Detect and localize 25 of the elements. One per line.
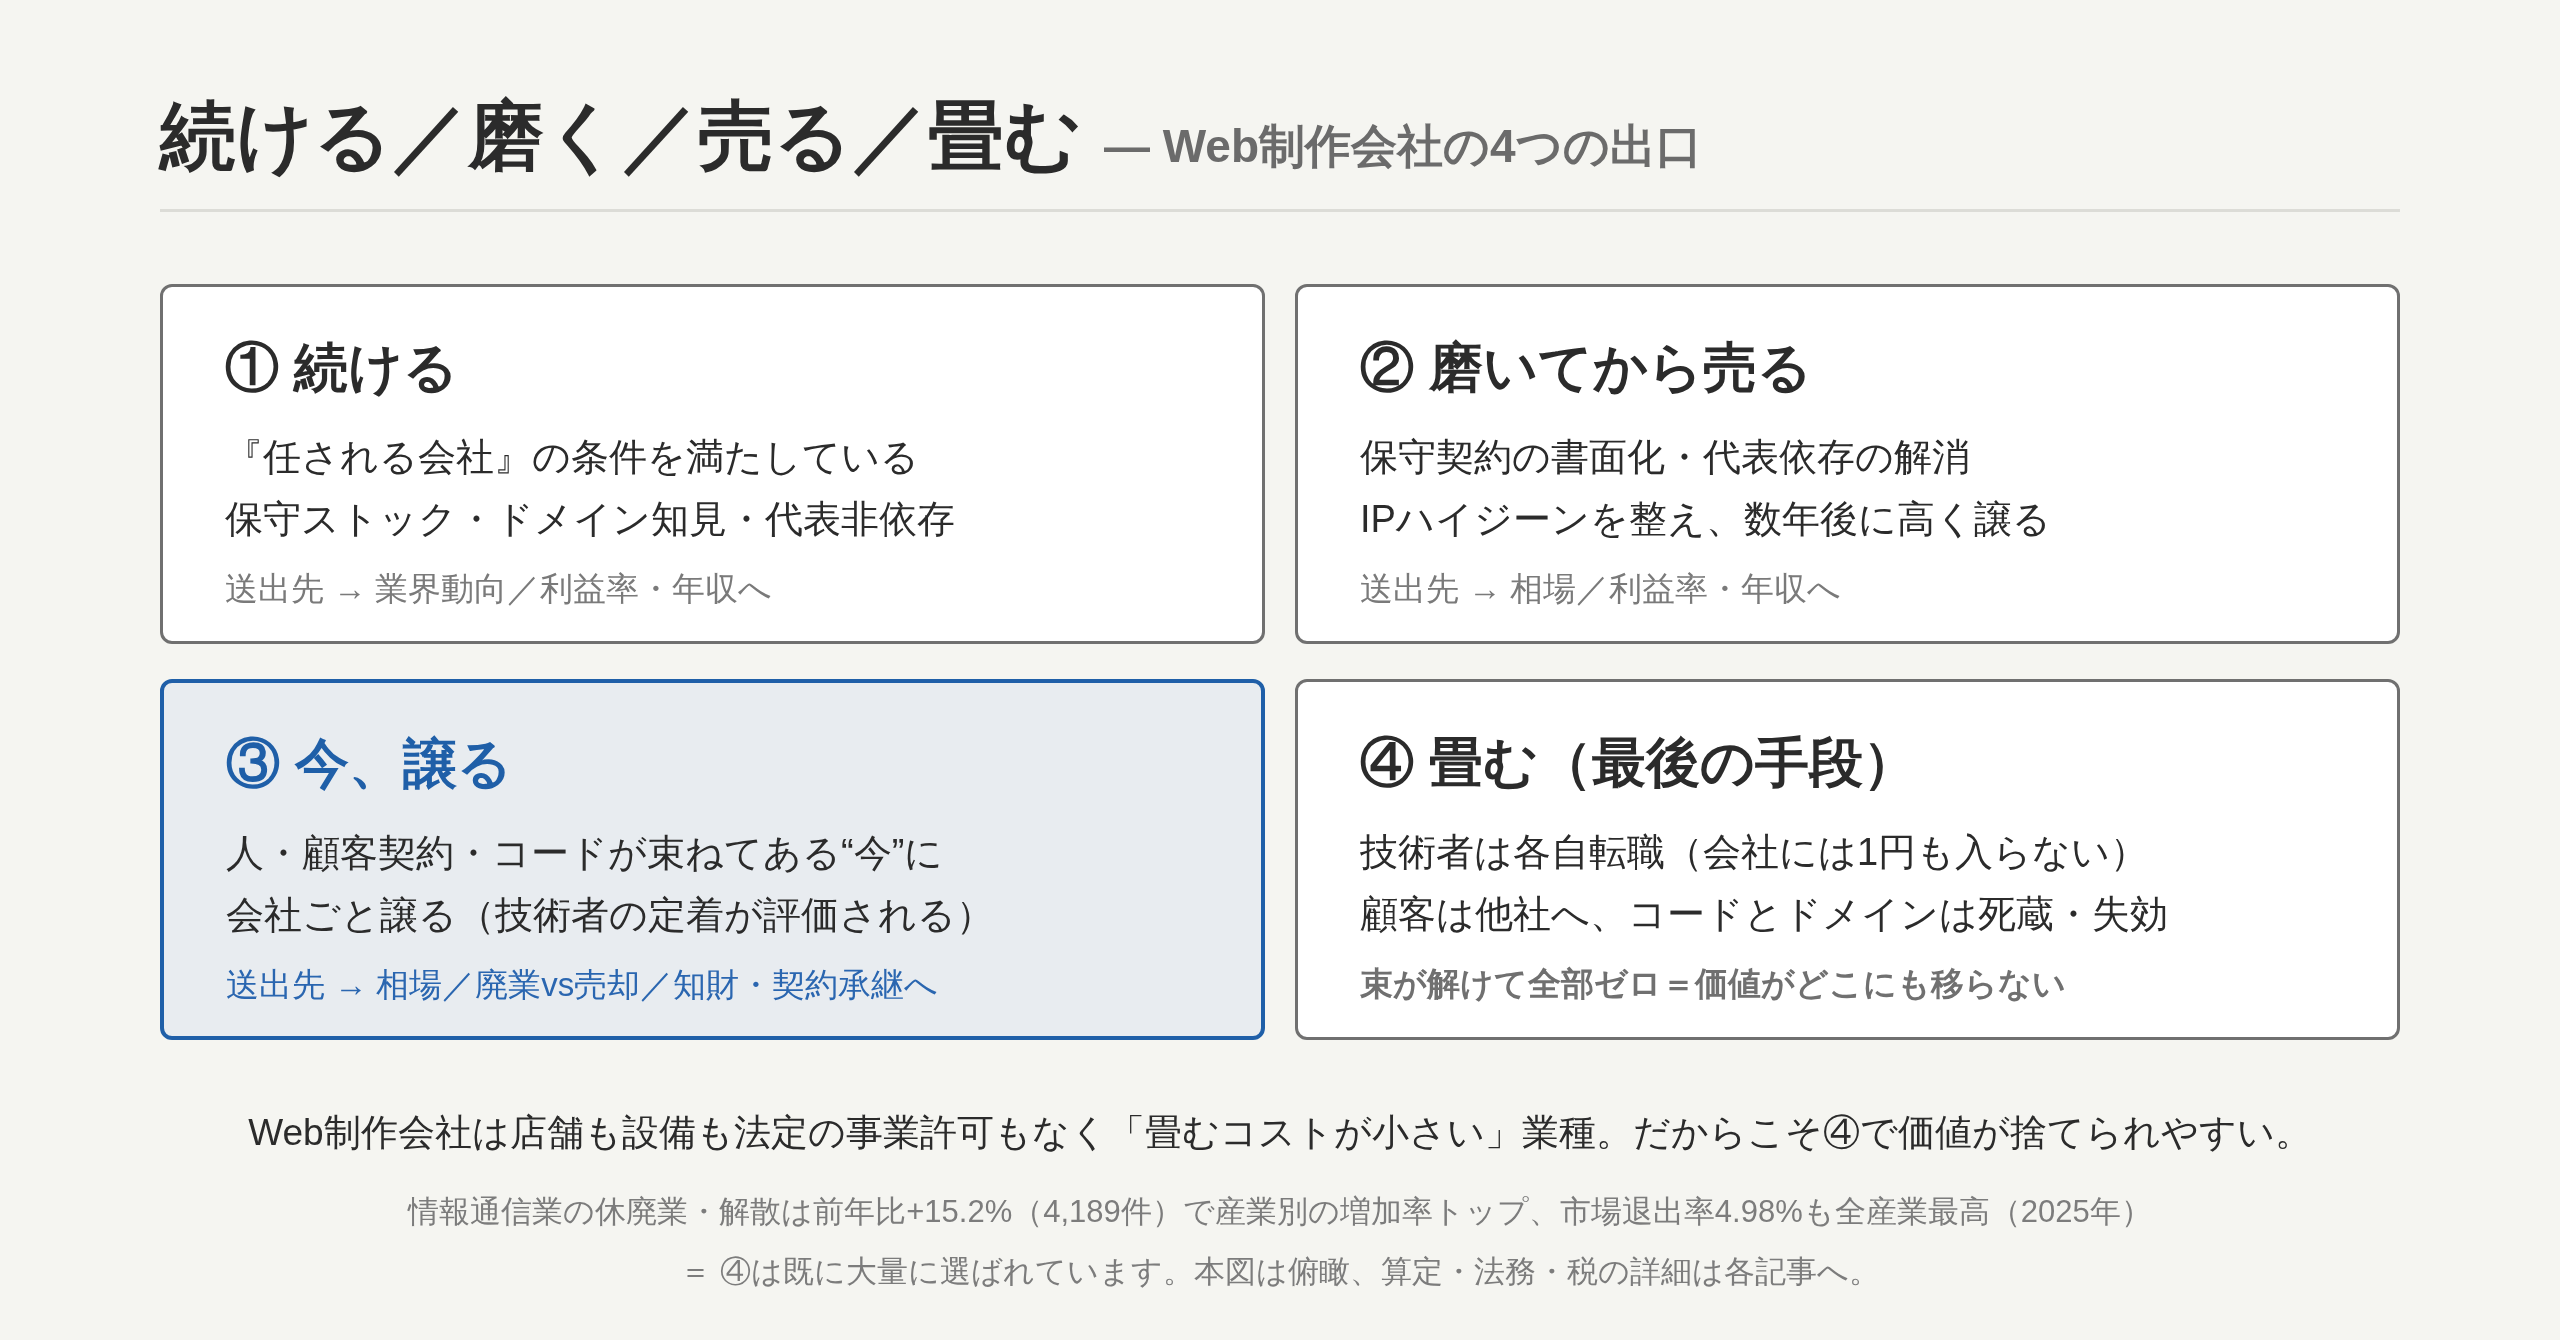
card-text: 保守契約の書面化・代表依存の解消: [1360, 435, 1970, 480]
card-heading: ④ 畳む（最後の手段）: [1360, 731, 1917, 794]
card-heading: ② 磨いてから売る: [1360, 336, 1812, 399]
card-note: 送出先 → 業界動向／利益率・年収へ: [225, 569, 773, 609]
option-card: [1295, 679, 2400, 1040]
card-text: 人・顧客契約・コードが束ねてある“今”に: [226, 831, 944, 876]
option-card: [160, 284, 1265, 644]
option-card: [1295, 284, 2400, 644]
card-text: IPハイジーンを整え、数年後に高く譲る: [1360, 497, 2051, 542]
note-text: 情報通信業の休廃業・解散は前年比+15.2%（4,189件）で産業別の増加率トップ、市場退出率4.98%も全産業最高（2025年）: [408, 1193, 2152, 1231]
card-note: 束が解けて全部ゼロ＝価値がどこにも移らない: [1360, 964, 2066, 1004]
summary-text: Web制作会社は店舗も設備も法定の事業許可もなく「畳むコストが小さい」業種。だからこそ④で価値が捨てられやすい。: [248, 1111, 2312, 1155]
card-text: 顧客は他社へ、コードとドメインは死蔵・失効: [1360, 892, 2168, 937]
title: 続ける／磨く／売る／畳む: [160, 92, 1082, 180]
card-note: 送出先 → 相場／廃業vs売却／知財・契約承継へ: [226, 965, 939, 1005]
card-heading: ③ 今、譲る: [226, 732, 512, 795]
note-text: ＝ ④は既に大量に選ばれています。本図は俯瞰、算定・法務・税の詳細は各記事へ。: [680, 1253, 1880, 1291]
card-heading: ① 続ける: [225, 336, 458, 399]
card-text: 会社ごと譲る（技術者の定着が評価される）: [226, 893, 994, 938]
subtitle: — Web制作会社の4つの出口: [1104, 119, 1702, 174]
option-card: [160, 679, 1265, 1040]
card-note: 送出先 → 相場／利益率・年収へ: [1360, 569, 1842, 609]
card-text: 保守ストック・ドメイン知見・代表非依存: [225, 497, 955, 542]
card-text: 『任される会社』の条件を満たしている: [225, 435, 919, 480]
card-text: 技術者は各自転職（会社には1円も入らない）: [1360, 830, 2149, 875]
